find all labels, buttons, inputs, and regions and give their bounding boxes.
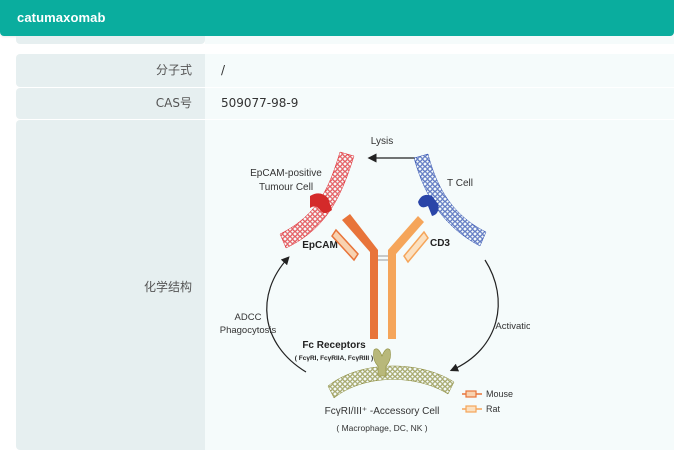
antibody <box>331 214 429 339</box>
label-lysis: Lysis <box>371 136 393 147</box>
activation-arrow <box>449 259 499 372</box>
cd3-receptor <box>418 194 439 216</box>
label-cd3: CD3 <box>430 238 450 249</box>
legend-swatch-mouse <box>465 390 477 398</box>
label-fc-receptors: Fc Receptors <box>302 340 366 351</box>
row-label-molecular-formula: 分子式 <box>16 54 205 87</box>
mechanism-diagram: Lysis EpCAM-positive Tumour Cell EpCAM T… <box>220 136 530 433</box>
table-row-molecular-formula: 分子式 / <box>16 54 674 87</box>
label-accessory-types: ( Macrophage, DC, NK ) <box>336 423 427 433</box>
row-value <box>205 36 674 44</box>
label-tumour-line2: Tumour Cell <box>259 182 313 193</box>
row-label-structure: 化学结构 <box>143 280 192 294</box>
table-row-cas: CAS号 509077-98-9 <box>16 88 674 119</box>
antibody-heavy-chain-mouse <box>342 214 378 339</box>
label-epcam: EpCAM <box>302 240 338 251</box>
antibody-heavy-chain-rat <box>388 216 424 339</box>
row-value-structure <box>205 120 674 450</box>
legend: Mouse Rat <box>462 389 513 414</box>
legend-label-mouse: Mouse <box>486 389 513 399</box>
accessory-cell-membrane <box>327 365 455 399</box>
row-label-cas: CAS号 <box>16 88 205 119</box>
label-accessory-cell: FcγRI/III⁺ -Accessory Cell <box>325 406 440 417</box>
page-header: catumaxomab <box>0 0 674 36</box>
epcam-receptor <box>310 193 332 213</box>
label-adcc-line2: Phagocytosis <box>220 325 277 336</box>
table-row-structure: 化学结构 <box>16 120 674 450</box>
label-fc-types: ( FcγRI, FcγRIIA, FcγRIII ) <box>295 355 373 362</box>
label-adcc-line1: ADCC <box>235 312 262 323</box>
legend-label-rat: Rat <box>486 404 501 414</box>
legend-swatch-rat <box>465 405 477 413</box>
row-label <box>16 36 205 44</box>
antibody-light-chain-mouse <box>331 228 359 262</box>
adcc-arrow <box>266 256 307 373</box>
fc-receptor <box>373 348 391 377</box>
label-t-cell: T Cell <box>447 178 473 189</box>
label-tumour-line1: EpCAM-positive <box>250 168 322 179</box>
tumour-cell-membrane <box>279 151 355 249</box>
row-value-cas: 509077-98-9 <box>205 88 674 119</box>
label-activation: Activation <box>495 321 530 332</box>
page-title: catumaxomab <box>17 10 106 25</box>
table-row-partial <box>16 36 674 44</box>
row-value-molecular-formula: / <box>205 54 674 87</box>
t-cell-membrane <box>413 153 487 247</box>
antibody-light-chain-rat <box>403 230 429 264</box>
